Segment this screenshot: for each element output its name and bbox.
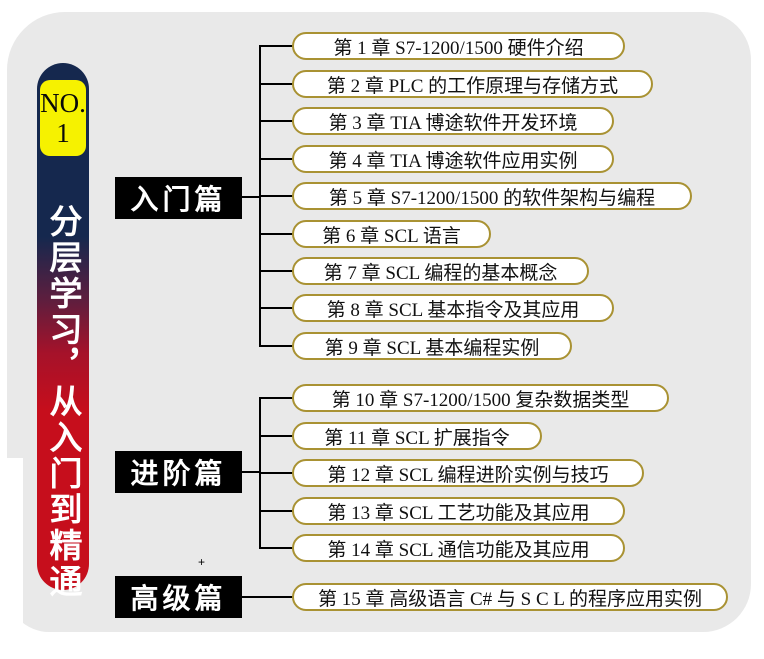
chapter-node: 第 13 章 SCL 工艺功能及其应用 bbox=[292, 497, 625, 525]
connector-line bbox=[259, 472, 293, 474]
chapter-node: 第 15 章 高级语言 C# 与 S C L 的程序应用实例 bbox=[292, 583, 728, 611]
chapter-node: 第 2 章 PLC 的工作原理与存储方式 bbox=[292, 70, 653, 98]
connector-line bbox=[259, 397, 293, 399]
ribbon-slogan: 分层学习，从入门到精通 bbox=[45, 204, 82, 600]
chapter-node: 第 9 章 SCL 基本编程实例 bbox=[292, 332, 572, 360]
category-box-expert: 高级篇 bbox=[115, 576, 242, 618]
connector-line bbox=[259, 345, 293, 347]
category-box-advanced: 进阶篇 bbox=[115, 451, 242, 493]
connector-line bbox=[242, 196, 261, 198]
chapter-node: 第 4 章 TIA 博途软件应用实例 bbox=[292, 145, 614, 173]
connector-line bbox=[259, 307, 293, 309]
connector-line bbox=[259, 510, 293, 512]
connector-line bbox=[259, 158, 293, 160]
chapter-node: 第 6 章 SCL 语言 bbox=[292, 220, 491, 248]
chapter-node: 第 11 章 SCL 扩展指令 bbox=[292, 422, 542, 450]
chapter-node: 第 8 章 SCL 基本指令及其应用 bbox=[292, 294, 614, 322]
category-box-beginner: 入门篇 bbox=[115, 177, 242, 219]
chapter-node: 第 12 章 SCL 编程进阶实例与技巧 bbox=[292, 459, 644, 487]
chapter-node: 第 7 章 SCL 编程的基本概念 bbox=[292, 257, 589, 285]
connector-line bbox=[259, 45, 293, 47]
connector-line bbox=[259, 435, 293, 437]
connector-line bbox=[259, 270, 293, 272]
ranking-ribbon: NO. 1 分层学习，从入门到精通 bbox=[37, 63, 89, 600]
badge-prefix: NO. bbox=[40, 88, 86, 118]
connector-line bbox=[242, 471, 261, 473]
connector-line bbox=[242, 596, 294, 598]
chapter-node: 第 10 章 S7-1200/1500 复杂数据类型 bbox=[292, 384, 669, 412]
connector-line bbox=[259, 233, 293, 235]
stray-plus-mark: + bbox=[198, 555, 206, 569]
chapter-node: 第 5 章 S7-1200/1500 的软件架构与编程 bbox=[292, 182, 692, 210]
card-corner-notch bbox=[0, 458, 23, 659]
chapter-node: 第 3 章 TIA 博途软件开发环境 bbox=[292, 107, 614, 135]
connector-line bbox=[259, 195, 293, 197]
chapter-node: 第 1 章 S7-1200/1500 硬件介绍 bbox=[292, 32, 625, 60]
badge-number: 1 bbox=[56, 118, 70, 148]
connector-line bbox=[259, 120, 293, 122]
chapter-node: 第 14 章 SCL 通信功能及其应用 bbox=[292, 534, 625, 562]
connector-line bbox=[259, 547, 293, 549]
no1-badge: NO. 1 bbox=[40, 80, 86, 156]
connector-line bbox=[259, 83, 293, 85]
